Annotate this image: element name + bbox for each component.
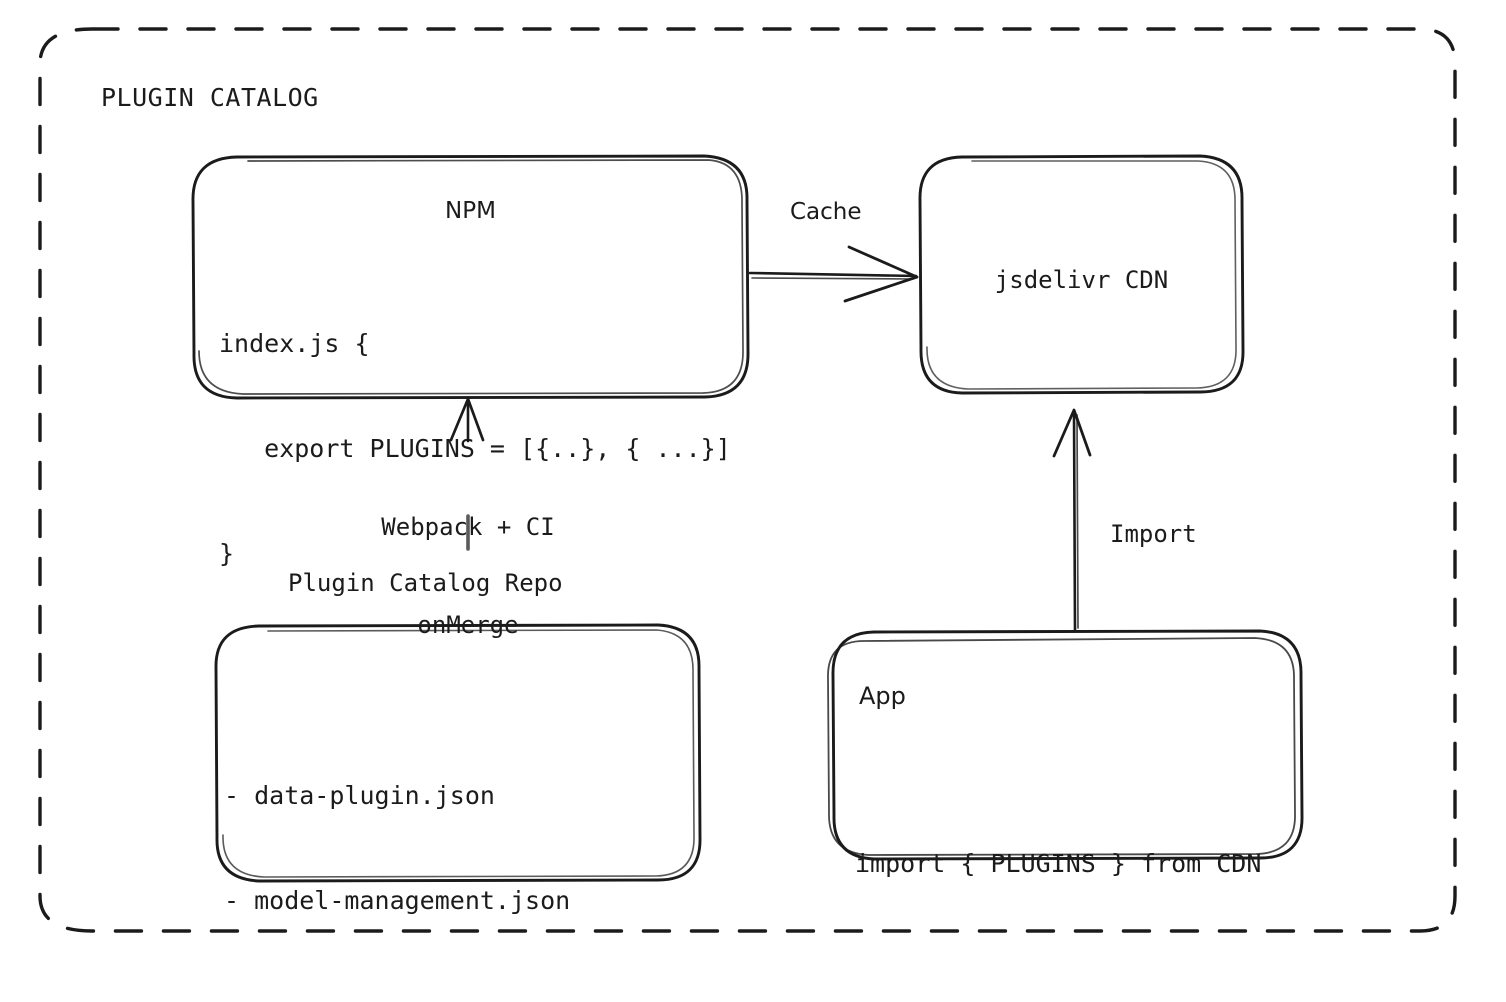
repo-item: - data-plugin.json [224,781,495,810]
npm-code-line: index.js { [219,329,370,358]
npm-code-line: export PLUGINS = [{..}, { ...}] [219,434,731,463]
edge-app-to-cdn-line-second [1076,414,1079,629]
edge-label-webpack-ci: Webpack + CI onMerge [375,446,561,707]
repo-item: - model-management.json [224,886,571,915]
npm-code-line: } [219,539,235,568]
app-node-title: App [859,682,906,710]
edge-label-import: Import [1110,520,1197,548]
repo-node-items: - data-plugin.json - model-management.js… [224,708,570,1002]
edge-app-to-cdn-line [1072,410,1077,632]
app-node-code: import { PLUGINS } from CDN PLUGINS.forE… [855,735,1261,1002]
repo-node-label: Plugin Catalog Repo [288,569,563,597]
npm-node-title: NPM [445,198,496,224]
cdn-node-title: jsdelivr CDN [994,266,1169,294]
app-code-line: PLUGINS.forEach {} [855,991,1261,1002]
edge-npm-to-cdn-arrowhead [843,245,919,303]
edge-label-cache: Cache [790,199,862,225]
edge-label-line: onMerge [417,611,519,640]
app-code-line: import { PLUGINS } from CDN [855,848,1262,878]
npm-node-code: index.js { export PLUGINS = [{..}, { ...… [219,256,731,641]
repo-item: ... [224,988,570,1002]
group-title: PLUGIN CATALOG [101,83,319,112]
edge-npm-to-cdn-line-second [751,277,914,280]
edge-label-line: Webpack + CI [381,513,555,542]
edge-npm-to-cdn-line [748,271,918,278]
edge-app-to-cdn-arrowhead [1052,408,1092,458]
